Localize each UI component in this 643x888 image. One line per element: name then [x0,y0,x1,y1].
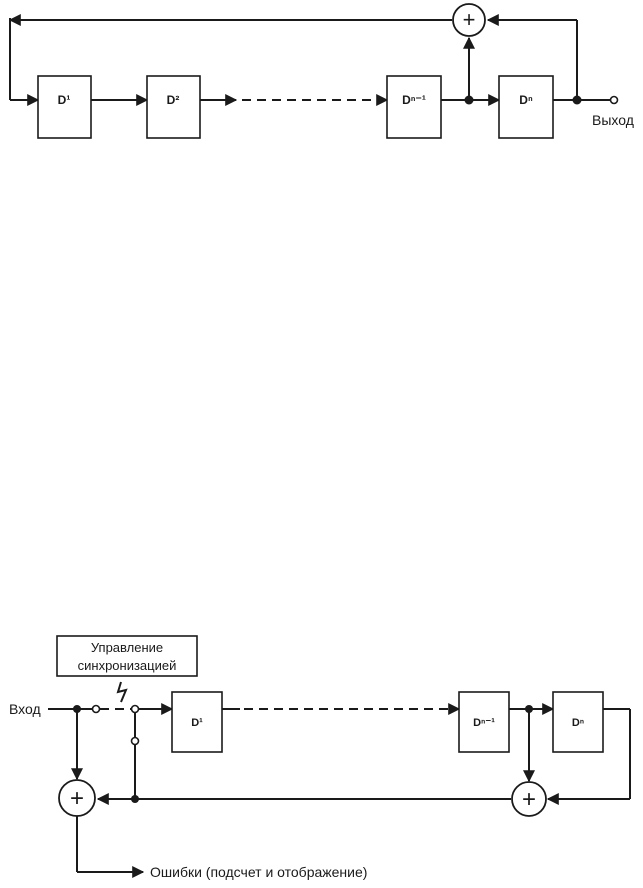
register-d1 [37,75,92,139]
lightning-icon [116,681,128,703]
register-dn-1-label: Dⁿ⁻¹ [473,717,495,729]
sync-control-box [56,635,198,677]
output-terminal [609,95,619,105]
junction-dot [131,795,139,803]
register-dn-1 [458,691,510,753]
input-label: Вход [9,701,41,717]
register-dn-label: Dⁿ [519,93,533,107]
generator-diagram: D¹ D² Dⁿ⁻¹ Dⁿ + Выход [8,3,634,139]
register-dn-1-label: Dⁿ⁻¹ [402,93,426,107]
errors-label: Ошибки (подсчет и отображение) [150,864,367,880]
register-d1-label: D¹ [191,717,203,729]
switch-terminal [130,704,140,714]
switch-terminal [130,736,140,746]
register-dn [498,75,554,139]
register-dn-1 [386,75,442,139]
register-dn-label: Dⁿ [572,717,584,729]
register-dn [552,691,604,753]
junction-dot [464,95,474,105]
sync-control-line1: Управление [91,640,163,655]
register-d2 [146,75,201,139]
register-d1 [171,691,223,753]
adder-plus-icon: + [463,7,476,32]
xor-adder-right [511,781,547,817]
xor-adder [452,3,486,37]
sync-control-line2: синхронизацией [78,658,177,673]
register-d2-label: D² [167,93,180,107]
junction-dot [572,95,582,105]
switch-terminal [91,704,101,714]
register-d1-label: D¹ [58,93,71,107]
adder-plus-icon: + [522,786,536,813]
checker-diagram: Управление синхронизацией Вход D¹ Dⁿ⁻¹ D… [9,635,631,880]
output-label: Выход [592,112,634,128]
adder-plus-icon: + [70,785,84,812]
